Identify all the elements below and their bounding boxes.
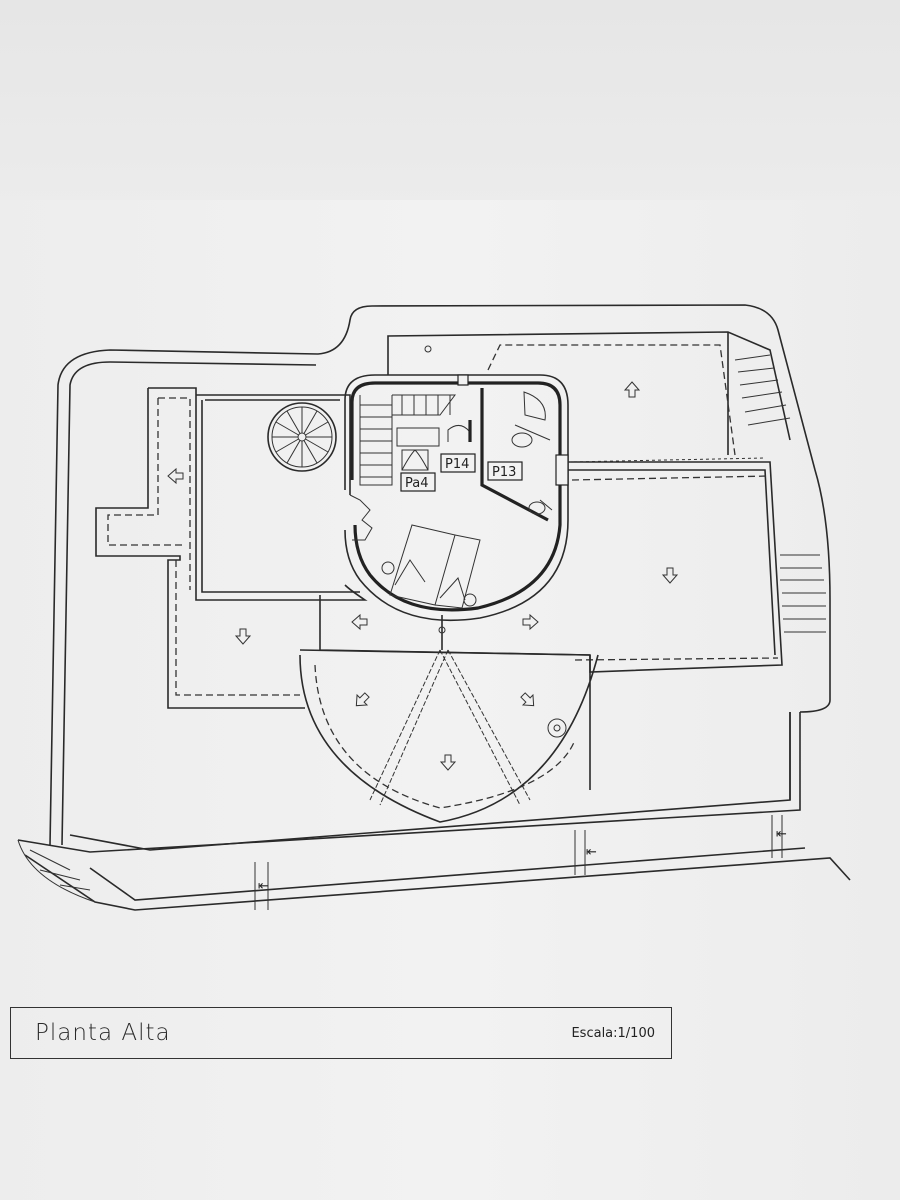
- title-block: Planta Alta Escala:1/100: [10, 1007, 672, 1059]
- drainage-arrow-icon: [623, 381, 641, 398]
- spiral-stair: [267, 402, 337, 472]
- room-tag-p13: P13: [492, 465, 516, 480]
- stair-tread: [303, 440, 318, 464]
- drainage-arrow-icon: [439, 754, 457, 771]
- drainage-arrow-icon: [661, 567, 679, 584]
- drawing-scale: Escala:1/100: [571, 1026, 655, 1041]
- stair-tread: [286, 410, 301, 434]
- double-bed: [381, 524, 481, 609]
- drainage-arrow-icon: [520, 692, 535, 707]
- paper-sheet: [0, 200, 900, 1200]
- stair-tread: [286, 440, 301, 464]
- room-tag-pa4: Pa4: [405, 476, 429, 491]
- drainage-arrow-icon: [167, 467, 184, 485]
- stair-tread: [275, 421, 299, 436]
- drainage-arrow-icon: [351, 613, 368, 631]
- site-boundary: [49, 304, 831, 846]
- central-tower: [344, 374, 569, 622]
- room-tag-p14: P14: [445, 457, 469, 472]
- drainage-arrow-icon: [522, 613, 539, 631]
- svg-text:⇤: ⇤: [258, 879, 269, 894]
- central-terrace: [299, 595, 599, 823]
- drainage-arrow-icon: [234, 628, 252, 645]
- stair-tread: [275, 438, 299, 453]
- drawing-title: Planta Alta: [35, 1020, 171, 1046]
- stair-tread: [303, 410, 318, 434]
- right-terrace: [568, 461, 783, 673]
- svg-text:⇤: ⇤: [776, 827, 787, 842]
- svg-text:⇤: ⇤: [586, 845, 597, 860]
- stair-tread: [305, 438, 329, 453]
- stair-tread: [305, 421, 329, 436]
- bottom-walkway: [17, 712, 801, 853]
- left-terrace: [148, 387, 368, 601]
- drainage-arrow-icon: [355, 692, 370, 707]
